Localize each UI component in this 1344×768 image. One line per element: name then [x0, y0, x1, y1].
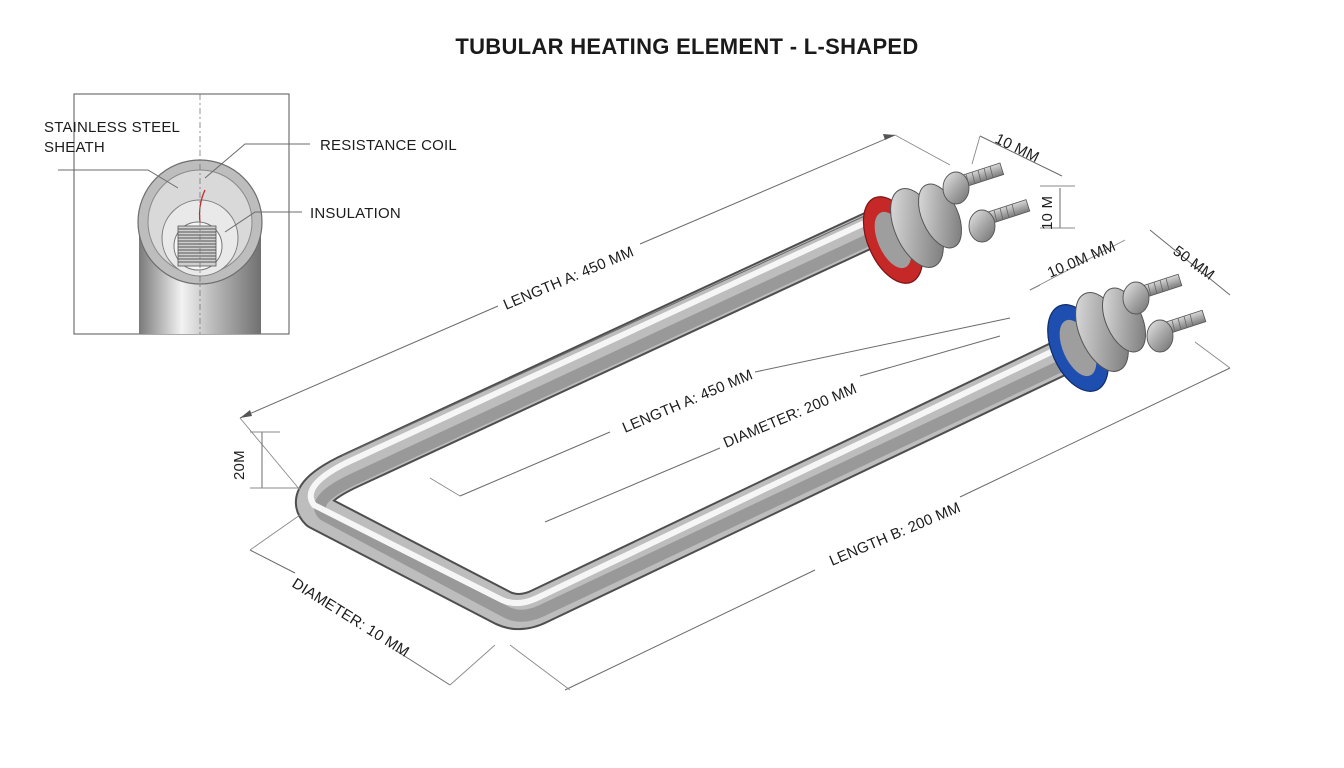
inset-coil: [177, 225, 217, 267]
upper-stud-bottom: [1122, 273, 1183, 315]
insulation-leader: [224, 211, 302, 233]
mid-10-0mm-label: 10.0M MM: [1045, 238, 1118, 282]
terminal-bottom: [1047, 273, 1207, 392]
upper-stud: [942, 162, 1005, 205]
top-10mm-label: 10 MM: [992, 130, 1042, 166]
dimension-lines: [239, 134, 1231, 691]
terminal-top: [862, 162, 1031, 284]
tube-shadow: [314, 224, 1083, 622]
length-a-inner-label: LENGTH A: 450 MM: [620, 366, 755, 436]
inset-coil-wire: [198, 189, 206, 223]
coil-label: RESISTANCE COIL: [320, 137, 457, 154]
coil-leader: [204, 143, 310, 179]
diameter-10-label: DIAMETER: 10 MM: [289, 575, 412, 661]
lower-stud: [968, 199, 1031, 243]
length-a-outer-label: LENGTH A: 450 MM: [501, 243, 636, 313]
tube-highlight: [307, 211, 1074, 606]
cross-section-inset: STAINLESS STEEL SHEATH RESISTANCE COIL I…: [44, 93, 457, 335]
diameter-200-label: DIAMETER: 200 MM: [721, 380, 859, 452]
tube-assembly: [295, 205, 1085, 630]
diagram-title: TUBULAR HEATING ELEMENT - L-SHAPED: [455, 34, 918, 59]
height-20-label: 20M: [231, 450, 248, 480]
sheath-label-line2: SHEATH: [44, 139, 105, 156]
lower-stud-bottom: [1146, 309, 1207, 353]
sheath-label-line1: STAINLESS STEEL: [44, 119, 180, 136]
side-10m-label: 10 M: [1039, 196, 1056, 230]
sheath-leader: [58, 169, 179, 189]
insulation-label: INSULATION: [310, 205, 401, 222]
hex-nut-lower: [968, 209, 996, 243]
hex-nut-upper: [942, 171, 970, 205]
length-b-label: LENGTH B: 200 MM: [827, 499, 963, 570]
